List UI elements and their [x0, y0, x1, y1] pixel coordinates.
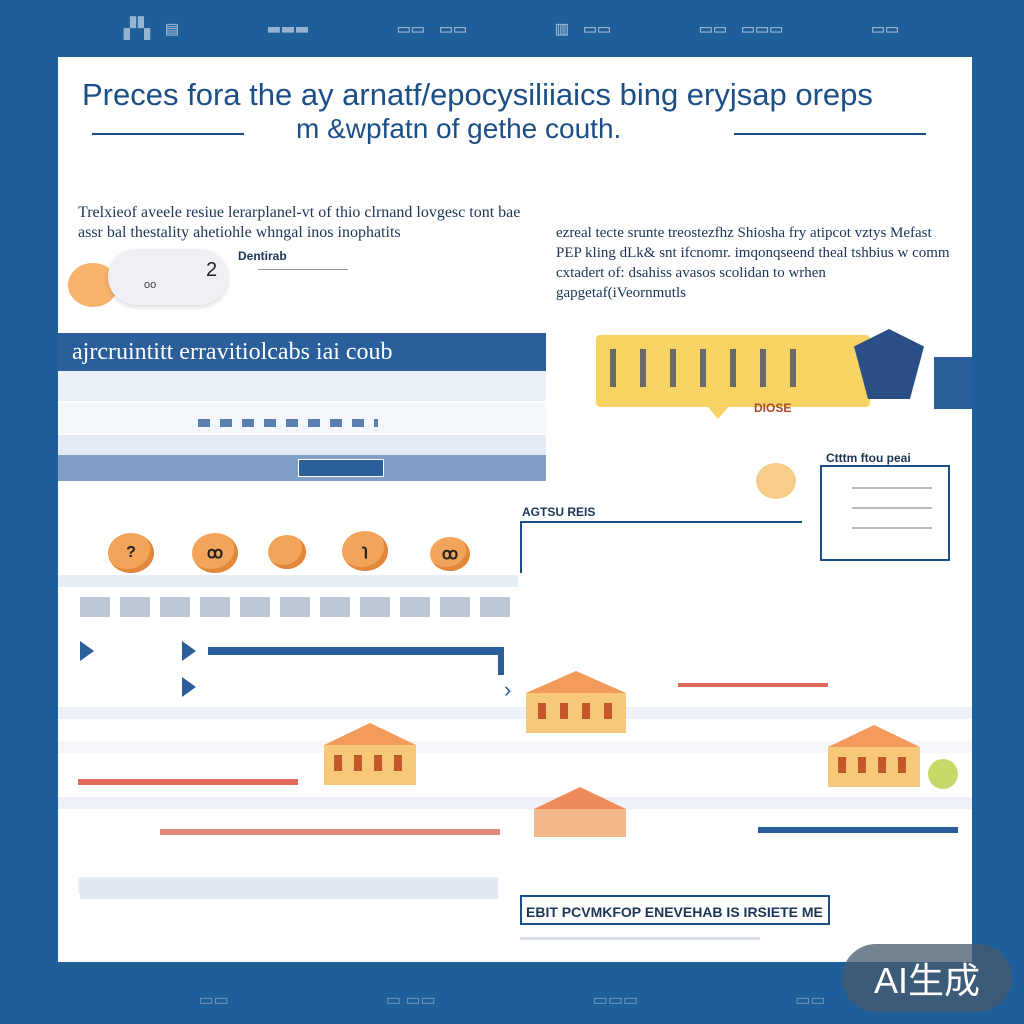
- timeline-arrow-2: [182, 641, 196, 661]
- right-tab: [934, 357, 972, 409]
- info-card-title: Ctttm ftou peai: [826, 451, 911, 465]
- top-decorative-strip: ▞▚ ▤ ▬▬▬ ▭▭ ▭▭ ▥ ▭▭ ▭▭ ▭▭▭ ▭▭: [0, 0, 1024, 56]
- intro-line-1: Trelxieof aveele resiue lerarplanel-vt o…: [78, 204, 521, 221]
- ai-generated-watermark: AI生成: [842, 944, 1012, 1012]
- coin-3: [268, 535, 306, 569]
- intro-line-2: assr bal thestality ahetiohle whngal ino…: [78, 224, 401, 241]
- timeline-bar-2: [498, 647, 504, 675]
- stripe-red-3: [678, 683, 828, 687]
- top-glyph-3: ▭▭ ▭▭: [397, 16, 469, 40]
- bottom-glyph-2: ▭ ▭▭: [385, 992, 436, 1009]
- stripe-2: [58, 741, 972, 753]
- info-card-right: Ctttm ftou peai: [820, 451, 950, 561]
- stripe-3: [58, 797, 972, 809]
- illustration-orange-blob: [756, 463, 796, 499]
- bottom-glyph-4: ▭▭: [795, 992, 826, 1009]
- title-line-2: m &wpfatn of gethe couth.: [296, 113, 622, 144]
- timeline-chevron: ›: [504, 677, 512, 702]
- denti-label: Dentirab: [238, 249, 287, 263]
- house-illustration-3: [828, 725, 920, 787]
- band-dash-row: [198, 419, 378, 427]
- stripe-red-2: [160, 829, 500, 835]
- bottom-decorative-strip: ▭▭ ▭ ▭▭ ▭▭▭ ▭▭: [0, 980, 1024, 1020]
- coin-2: ꝏ: [192, 533, 238, 573]
- house-illustration-4: [534, 787, 626, 837]
- intro-text-left: Trelxieof aveele resiue lerarplanel-vt o…: [78, 203, 568, 243]
- shield-icon: [854, 329, 924, 399]
- top-glyph-2: ▬▬▬: [267, 16, 311, 40]
- top-glyph-4: ▥ ▭▭: [555, 16, 613, 40]
- title-rule-left: [92, 133, 244, 135]
- yellow-card: [596, 335, 870, 407]
- top-glyph-5: ▭▭ ▭▭▭: [699, 16, 785, 40]
- mini-frame-label: AGTSU REIS: [522, 505, 596, 519]
- house-illustration-1: [324, 723, 416, 785]
- title-line-1: Preces fora the ay arnatf/epocysiliiaics…: [82, 77, 873, 112]
- coin-5: ꝏ: [430, 537, 470, 571]
- band-light-1: [58, 371, 546, 401]
- footer-band: [80, 879, 498, 899]
- top-glyph-1: ▞▚ ▤: [123, 16, 181, 40]
- stripe-blue-right: [758, 827, 958, 833]
- counter-small-text: oo: [144, 279, 157, 291]
- intro-text-right: ezreal tecte srunte treostezfhz Shiosha …: [556, 225, 950, 301]
- mini-frame: AGTSU REIS: [520, 505, 802, 573]
- band-mini-box: [298, 459, 384, 477]
- bottom-line: [520, 937, 760, 940]
- bottom-label-box: EBIT PCVMKFOP ENEVEHAB IS IRSIETE ME: [520, 895, 830, 925]
- house-illustration-2: [526, 671, 626, 733]
- section-banner: ajrcruintitt erravitiolcabs iai coub: [58, 333, 546, 371]
- stripe-1: [58, 707, 972, 719]
- coin-row-band: [58, 575, 518, 587]
- counter-widget: oo 2: [68, 243, 238, 313]
- main-panel: Preces fora the ay arnatf/epocysiliiaics…: [58, 57, 972, 962]
- counter-value: 2: [206, 259, 218, 281]
- stripe-red-1: [78, 779, 298, 785]
- yellow-card-tail: [708, 407, 728, 419]
- title-rule-right: [734, 133, 926, 135]
- coin-4: ɿ: [342, 531, 388, 571]
- bottom-glyph-1: ▭▭: [198, 992, 229, 1009]
- denti-line: [258, 269, 348, 270]
- timeline-arrow-1: [80, 641, 94, 661]
- timeline-arrow-3: [182, 677, 196, 697]
- bottom-glyph-3: ▭▭▭: [592, 992, 639, 1009]
- coin-1: ?: [108, 533, 154, 573]
- timeline-bar: [208, 647, 498, 655]
- top-glyph-6: ▭▭: [871, 16, 901, 40]
- band-light-2: [58, 403, 546, 433]
- counter-pill: [108, 249, 228, 305]
- coin-caption-row: [80, 597, 510, 617]
- tree-icon: [928, 759, 958, 789]
- badge-mid-label: DIOSE: [754, 401, 792, 415]
